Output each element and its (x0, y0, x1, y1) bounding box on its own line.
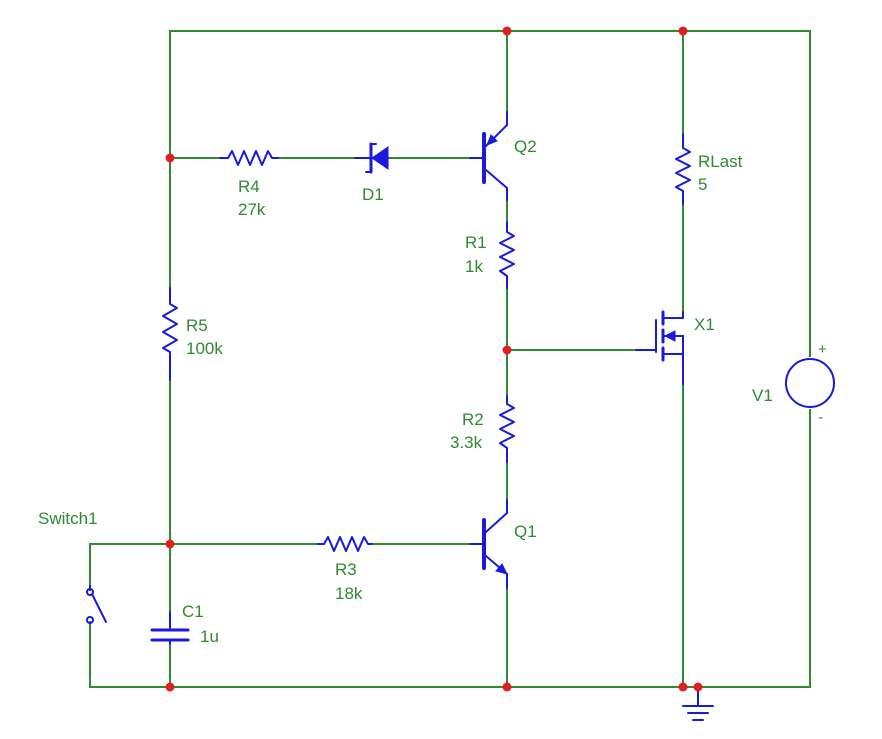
ground-icon (682, 686, 714, 721)
junction-nodes (165, 26, 703, 692)
resistor-r5[interactable] (162, 287, 178, 381)
label-q1-name: Q1 (514, 522, 537, 541)
label-rlast-value: 5 (698, 175, 707, 194)
label-r1-name: R1 (465, 233, 487, 252)
voltage-source-v1[interactable] (785, 358, 835, 408)
label-rlast-name: RLast (698, 152, 743, 171)
node-top-rlast (678, 26, 688, 36)
label-r3-value: 18k (335, 584, 363, 603)
mosfet-x1[interactable] (635, 310, 684, 385)
label-v1-name: V1 (752, 386, 773, 405)
resistor-r4[interactable] (219, 150, 279, 166)
label-r2-value: 3.3k (450, 433, 483, 452)
label-switch1-name: Switch1 (38, 509, 98, 528)
node-top-q2 (502, 26, 512, 36)
node-bottom-x1 (678, 682, 688, 692)
label-r3-name: R3 (335, 560, 357, 579)
label-r2-name: R2 (462, 410, 484, 429)
node-bottom-q1 (502, 682, 512, 692)
diode-d1[interactable] (354, 142, 389, 174)
label-c1-value: 1u (200, 627, 219, 646)
transistor-q2[interactable] (469, 111, 508, 201)
resistor-rlast[interactable] (675, 133, 691, 205)
label-q2-name: Q2 (514, 137, 537, 156)
label-r1-value: 1k (465, 257, 483, 276)
label-r4-value: 27k (238, 200, 266, 219)
node-gate (502, 345, 512, 355)
label-r5-name: R5 (186, 316, 208, 335)
transistor-q1[interactable] (469, 499, 508, 589)
label-d1-name: D1 (362, 185, 384, 204)
label-v1-plus: + (818, 341, 827, 358)
label-x1-name: X1 (694, 315, 715, 334)
capacitor-c1[interactable] (150, 611, 190, 645)
label-v1-minus: - (818, 409, 823, 426)
labels: R4 27k D1 Q2 RLast 5 R1 1k R5 100k X1 V1… (38, 137, 827, 646)
node-bottom-c1 (165, 682, 175, 692)
node-bottom-ground (693, 682, 703, 692)
resistor-r1[interactable] (499, 221, 515, 289)
switch-switch1[interactable] (86, 585, 107, 624)
resistor-r2[interactable] (499, 395, 515, 463)
resistor-r3[interactable] (317, 536, 373, 552)
node-r3-left (165, 539, 175, 549)
wires (89, 30, 811, 688)
label-c1-name: C1 (182, 602, 204, 621)
label-r5-value: 100k (186, 339, 223, 358)
label-r4-name: R4 (238, 177, 260, 196)
node-r4-left (165, 153, 175, 163)
